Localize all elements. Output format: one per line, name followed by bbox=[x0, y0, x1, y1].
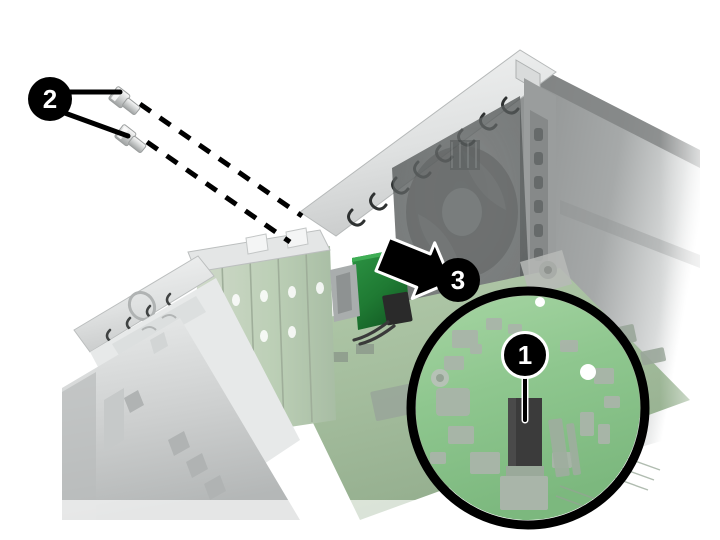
expansion-card bbox=[330, 248, 413, 346]
callout-2-label: 2 bbox=[42, 83, 58, 114]
callout-3-label: 3 bbox=[450, 264, 466, 295]
front-bezel-panel bbox=[62, 318, 300, 520]
bezel-vent-strip bbox=[124, 390, 226, 500]
screw-path-lower bbox=[145, 139, 292, 245]
callout-2-leaders bbox=[59, 89, 131, 139]
callout-badge-3[interactable]: 3 bbox=[436, 258, 480, 302]
callout-badge-1[interactable]: 1 bbox=[501, 331, 549, 379]
callout-1-label: 1 bbox=[517, 339, 533, 370]
screw-lower bbox=[114, 124, 147, 154]
screw-insertion-paths bbox=[138, 101, 304, 245]
screw-path-upper bbox=[138, 101, 304, 219]
insertion-direction-arrow bbox=[374, 235, 453, 300]
callout-badge-2[interactable]: 2 bbox=[28, 77, 72, 121]
card-cable bbox=[352, 320, 396, 346]
callout2-leader-lower bbox=[59, 109, 131, 139]
board-bracket bbox=[520, 250, 572, 296]
